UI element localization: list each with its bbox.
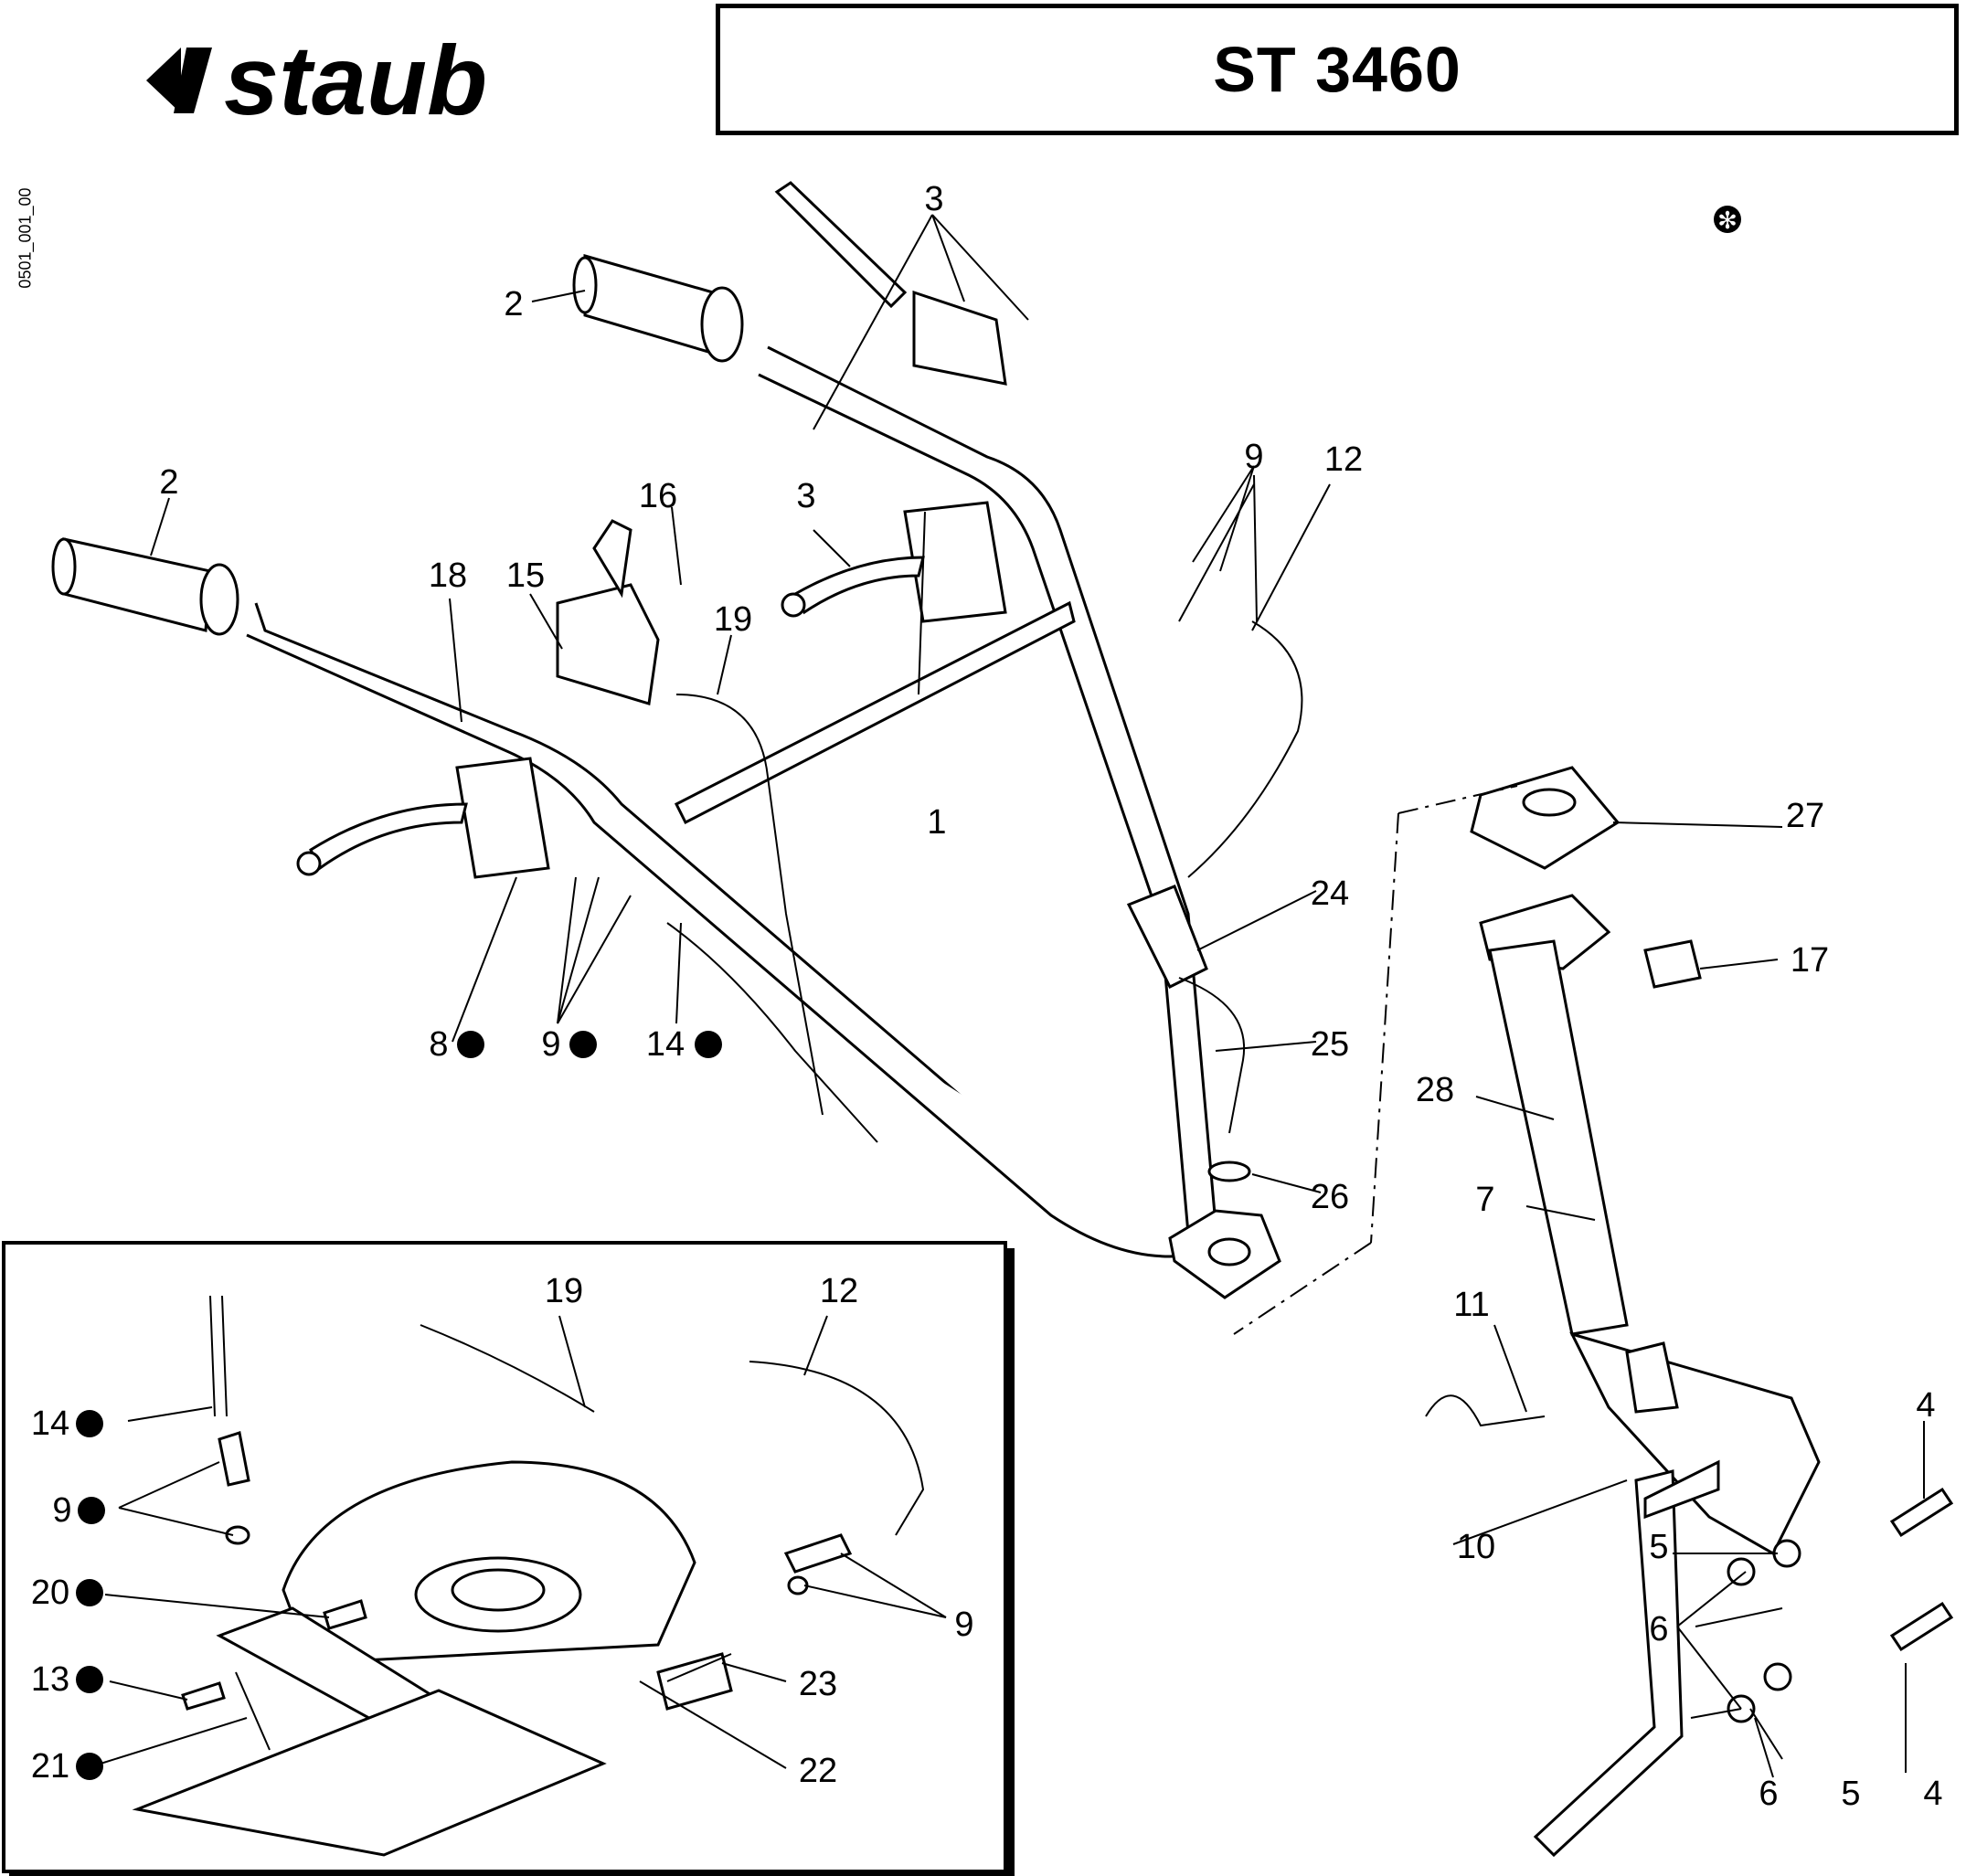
callout-9-top: 9 — [1244, 438, 1263, 476]
callout-8: 8 — [429, 1025, 448, 1064]
svg-text:✻: ✻ — [1717, 207, 1738, 234]
callout-5-upper: 5 — [1649, 1528, 1668, 1566]
callout-11: 11 — [1453, 1286, 1489, 1324]
handlebar-drawing — [51, 181, 1303, 1299]
callout-13: 13 — [31, 1660, 69, 1699]
callout-4-upper: 4 — [1916, 1386, 1935, 1425]
callout-3-top: 3 — [924, 180, 943, 218]
callout-18: 18 — [429, 556, 467, 595]
left-grip — [51, 537, 239, 636]
callout-12-top: 12 — [1324, 440, 1363, 479]
model-title-box: ST 3460 — [716, 4, 1959, 135]
model-title: ST 3460 — [1213, 34, 1461, 105]
callout-20: 20 — [31, 1574, 69, 1612]
callout-9-inset-left-symbol — [78, 1497, 105, 1524]
brand-logo: staub — [137, 27, 612, 128]
callout-14-main-symbol — [695, 1031, 722, 1058]
left-brake-lever — [296, 757, 550, 879]
callout-26: 26 — [1311, 1178, 1349, 1216]
callout-19-inset: 19 — [545, 1272, 583, 1310]
callout-21: 21 — [31, 1747, 69, 1786]
callout-13-symbol — [76, 1666, 103, 1693]
callout-23: 23 — [799, 1665, 837, 1703]
callout-25: 25 — [1311, 1025, 1349, 1064]
inset-detail-drawing — [132, 1295, 925, 1857]
callout-27: 27 — [1786, 797, 1824, 835]
callout-9-left: 9 — [541, 1025, 560, 1064]
callout-14-inset: 14 — [31, 1404, 69, 1443]
callout-12-inset: 12 — [820, 1272, 858, 1310]
callout-4-lower: 4 — [1923, 1775, 1942, 1813]
right-grip — [572, 254, 744, 363]
callout-22: 22 — [799, 1752, 837, 1790]
optional-part-symbol: ✻ — [1714, 206, 1741, 234]
callout-17: 17 — [1791, 941, 1829, 980]
callout-9-inset-left: 9 — [52, 1491, 71, 1530]
brand-name: staub — [224, 27, 487, 128]
callout-7: 7 — [1475, 1181, 1494, 1219]
callout-3-mid: 3 — [796, 477, 815, 515]
callout-2-left: 2 — [159, 463, 178, 502]
callout-15: 15 — [506, 556, 545, 595]
callout-1: 1 — [927, 803, 946, 842]
callout-8-symbol — [457, 1031, 484, 1058]
callout-20-symbol — [76, 1579, 103, 1606]
callout-6-upper: 6 — [1649, 1610, 1668, 1648]
callout-28: 28 — [1416, 1071, 1454, 1109]
callout-9-left-symbol — [569, 1031, 597, 1058]
callout-14-main: 14 — [646, 1025, 685, 1064]
switch-box — [556, 519, 660, 705]
callout-labels: 1 2 2 3 3 4 4 5 5 6 6 7 8 9 9 9 9 10 11 … — [31, 180, 1943, 1813]
callout-2-right: 2 — [504, 285, 523, 323]
steering-column-drawing — [1233, 766, 1954, 1858]
detail-inset-frame — [2, 1241, 1007, 1873]
leader-lines — [100, 214, 1925, 1778]
throttle-lever — [774, 181, 1007, 386]
callout-6-lower: 6 — [1759, 1775, 1778, 1813]
callout-14-inset-symbol — [76, 1410, 103, 1437]
right-brake-lever — [781, 501, 1007, 623]
callout-16: 16 — [639, 477, 677, 515]
callout-21-symbol — [76, 1753, 103, 1780]
callout-9-inset-right: 9 — [954, 1606, 973, 1644]
callout-24: 24 — [1311, 874, 1349, 913]
callout-19-main: 19 — [714, 600, 752, 639]
callout-5-lower: 5 — [1841, 1775, 1860, 1813]
callout-10: 10 — [1457, 1528, 1495, 1566]
